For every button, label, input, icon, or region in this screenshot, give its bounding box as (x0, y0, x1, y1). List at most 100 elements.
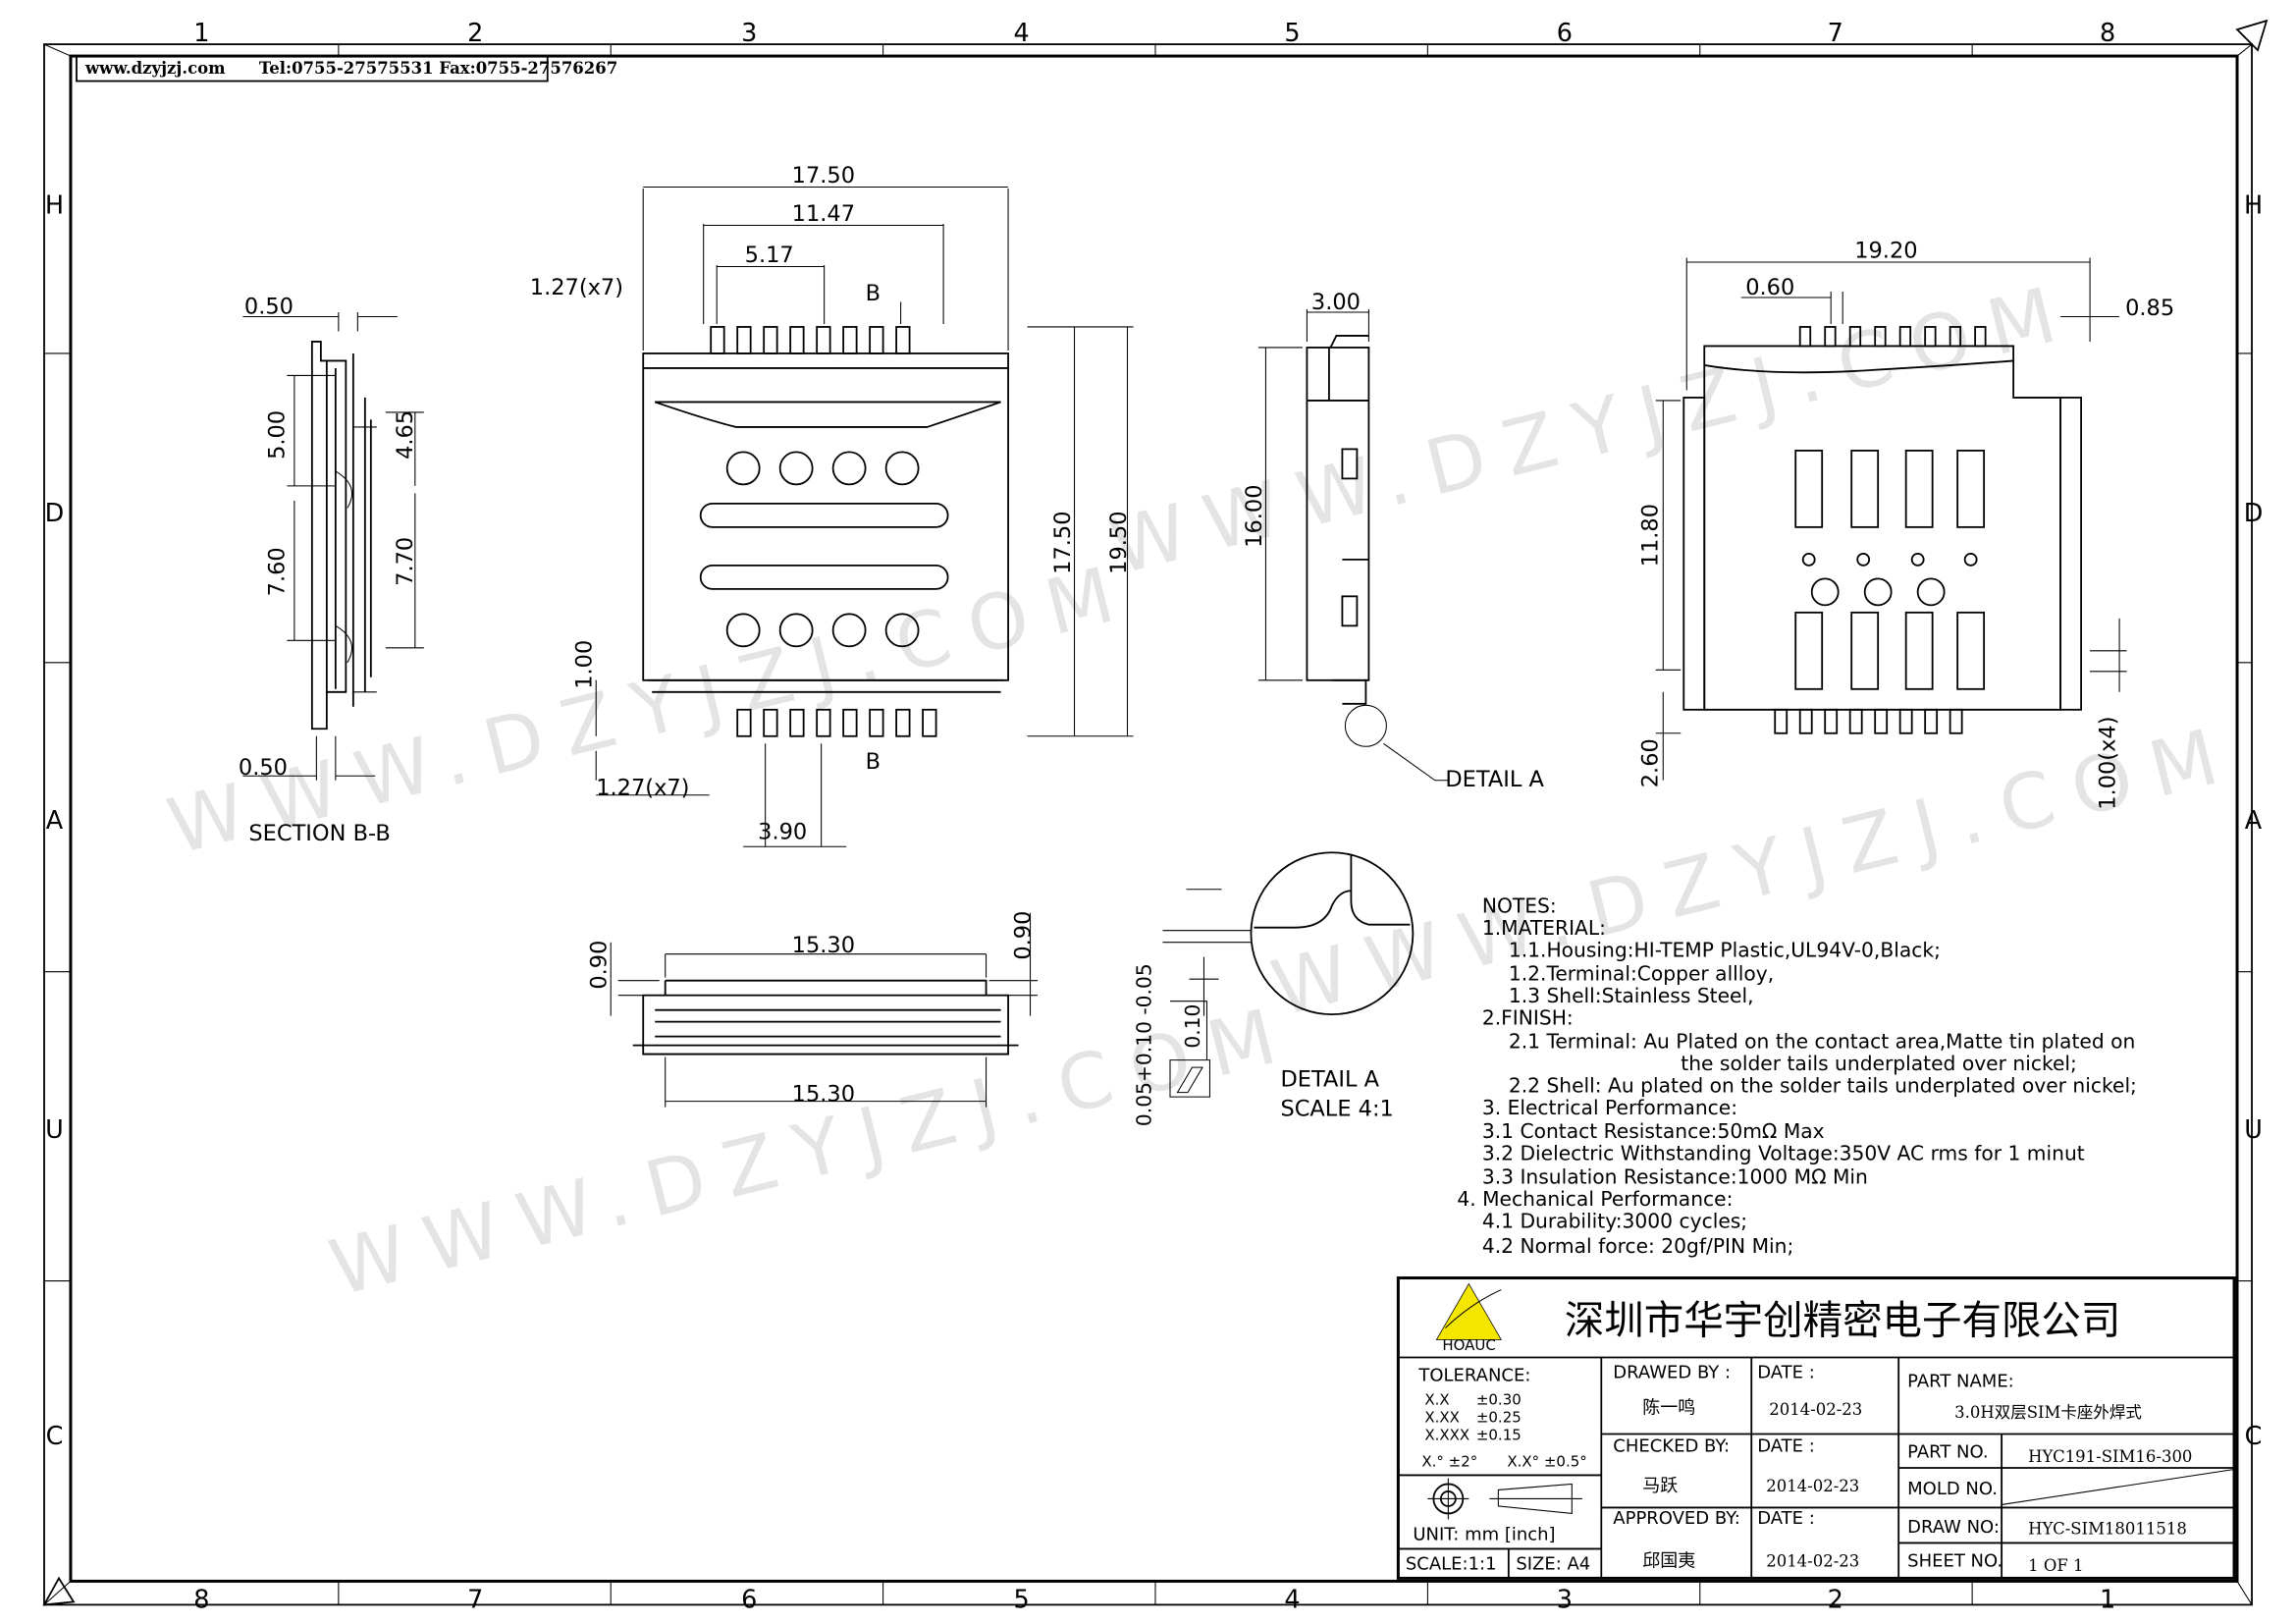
note-line: 1.1.Housing:HI-TEMP Plastic,UL94V-0,Blac… (1509, 939, 1941, 962)
grid-col: 3 (1557, 1585, 1573, 1614)
part-name: 3.0H双层SIM卡座外焊式 (1954, 1403, 2142, 1422)
date-value: 2014-02-23 (1766, 1477, 1859, 1495)
dim-label: 1.00(x4) (2096, 717, 2121, 810)
grid-row: C (2245, 1422, 2263, 1451)
dim-label: 19.50 (1106, 511, 1132, 573)
grid-col: 8 (193, 1585, 209, 1614)
dim-label: 7.60 (264, 547, 290, 596)
dim-label: 15.30 (792, 1082, 855, 1108)
dim-label: 11.80 (1637, 504, 1663, 567)
note-line: 2.1 Terminal: Au Plated on the contact a… (1509, 1030, 2135, 1054)
dim-label: 17.50 (792, 163, 855, 189)
date-value: 2014-02-23 (1769, 1400, 1862, 1419)
grid-row: A (46, 806, 64, 836)
dim-label: 7.70 (393, 537, 418, 586)
grid-row: C (46, 1422, 64, 1451)
pins (1774, 326, 1987, 734)
mold-no-label: MOLD NO. (1907, 1479, 1998, 1499)
dim-label: 0.85 (2125, 296, 2174, 321)
checked-by-label: CHECKED BY: (1613, 1435, 1730, 1456)
tol-key: X.XXX (1424, 1426, 1469, 1443)
website-text: www.dzyjzj.com (84, 59, 226, 78)
dim-label: 0.90 (587, 941, 613, 990)
size-text: SIZE: A4 (1516, 1553, 1590, 1574)
notes-title: NOTES: (1482, 894, 1557, 918)
dim-label: 4.65 (393, 410, 418, 460)
company-logo: HOAUC (1435, 1282, 1502, 1354)
grid-col: 6 (741, 1585, 757, 1614)
grid-col: 1 (2100, 1585, 2115, 1614)
tolerance-label: TOLERANCE: (1417, 1366, 1530, 1386)
angle-tol: X.X° ±0.5° (1507, 1452, 1586, 1470)
dim-label: 1.27(x7) (596, 776, 689, 801)
section-bb-view: 0.50 5.00 4.65 7.60 7.70 0.50 SECTION B-… (239, 294, 424, 846)
dim-label: 0.10 (1181, 1004, 1204, 1049)
note-line: 2.2 Shell: Au plated on the solder tails… (1509, 1074, 2137, 1098)
note-line: the solder tails underplated over nickel… (1681, 1052, 2077, 1075)
grid-col: 2 (467, 19, 483, 48)
dim-label: 2.60 (1637, 738, 1663, 787)
contact-text: Tel:0755-27575531 Fax:0755-27576267 (259, 59, 617, 78)
dim-label: 3.00 (1311, 290, 1361, 315)
detail-title: DETAIL A (1280, 1067, 1379, 1093)
grid-col: 4 (1013, 19, 1029, 48)
grid-col: 7 (1828, 19, 1843, 48)
grid-row: U (45, 1115, 64, 1145)
contacts (1794, 450, 1986, 690)
section-marker: B (866, 281, 881, 306)
dim-label: 5.17 (745, 243, 794, 268)
side-view: 3.00 16.00 DETAIL A (1242, 290, 1545, 792)
grid-row: H (2244, 191, 2263, 221)
dim-label: 15.30 (792, 933, 855, 958)
note-line: 2.FINISH: (1482, 1006, 1574, 1030)
note-line: 1.3 Shell:Stainless Steel, (1509, 984, 1754, 1007)
date-label: DATE : (1757, 1508, 1815, 1529)
projection-symbol-icon (1427, 1478, 1582, 1520)
contact-circles (725, 451, 920, 648)
grid-col: 5 (1284, 19, 1300, 48)
tol-key: X.XX (1424, 1408, 1460, 1426)
note-line: 4. Mechanical Performance: (1457, 1187, 1733, 1211)
drawing-frame (42, 19, 2269, 1606)
note-line: 3.1 Contact Resistance:50mΩ Max (1482, 1119, 1825, 1143)
drawed-by-name: 陈一鸣 (1642, 1397, 1695, 1418)
sheet-no: 1 OF 1 (2028, 1556, 2083, 1575)
part-name-label: PART NAME: (1907, 1371, 2014, 1391)
draw-no: HYC-SIM18011518 (2028, 1519, 2187, 1538)
note-line: 3.3 Insulation Resistance:1000 MΩ Min (1482, 1165, 1868, 1189)
note-line: 1.MATERIAL: (1482, 916, 1606, 940)
dim-label: 1.27(x7) (530, 275, 623, 300)
grid-row: U (2244, 1115, 2263, 1145)
detail-scale: SCALE 4:1 (1280, 1097, 1393, 1122)
dim-label: 3.90 (758, 820, 807, 845)
grid-col: 1 (193, 19, 209, 48)
note-line: 1.2.Terminal:Copper allloy, (1509, 962, 1774, 986)
dim-label: 0.50 (244, 294, 294, 319)
company-name: 深圳市华宇创精密电子有限公司 (1565, 1297, 2121, 1344)
contact-header: www.dzyjzj.com Tel:0755-27575531 Fax:075… (76, 55, 617, 82)
bottom-view: 19.20 0.60 0.85 11.80 2.60 1.00(x4) (1637, 238, 2174, 809)
angle-tol: X.° ±2° (1421, 1452, 1477, 1470)
dim-label: 0.90 (1011, 911, 1037, 960)
grid-row: A (2245, 806, 2263, 836)
grid-col: 6 (1557, 19, 1573, 48)
note-line: 3.2 Dielectric Withstanding Voltage:350V… (1482, 1142, 2085, 1165)
checked-by-name: 马跃 (1642, 1476, 1678, 1496)
title-block: HOAUC 深圳市华宇创精密电子有限公司 TOLERANCE: X.X ±0.3… (1396, 1276, 2236, 1580)
dim-label: 16.00 (1242, 484, 1267, 547)
approved-by-name: 邱国夷 (1642, 1550, 1695, 1571)
grid-col: 2 (1828, 1585, 1843, 1614)
tol-value: ±0.15 (1476, 1426, 1522, 1443)
date-value: 2014-02-23 (1766, 1551, 1859, 1570)
scale-text: SCALE:1:1 (1406, 1553, 1497, 1574)
note-line: 4.1 Durability:3000 cycles; (1482, 1210, 1747, 1233)
unit-text: UNIT: mm [inch] (1413, 1524, 1555, 1544)
dim-label: 0.60 (1745, 275, 1794, 300)
draw-no-label: DRAW NO: (1907, 1517, 2000, 1538)
grid-col: 4 (1284, 1585, 1300, 1614)
dim-label: 19.20 (1854, 238, 1917, 263)
grid-col: 3 (741, 19, 757, 48)
lower-view: 15.30 0.90 0.90 15.30 (587, 911, 1039, 1108)
grid-col: 5 (1013, 1585, 1029, 1614)
